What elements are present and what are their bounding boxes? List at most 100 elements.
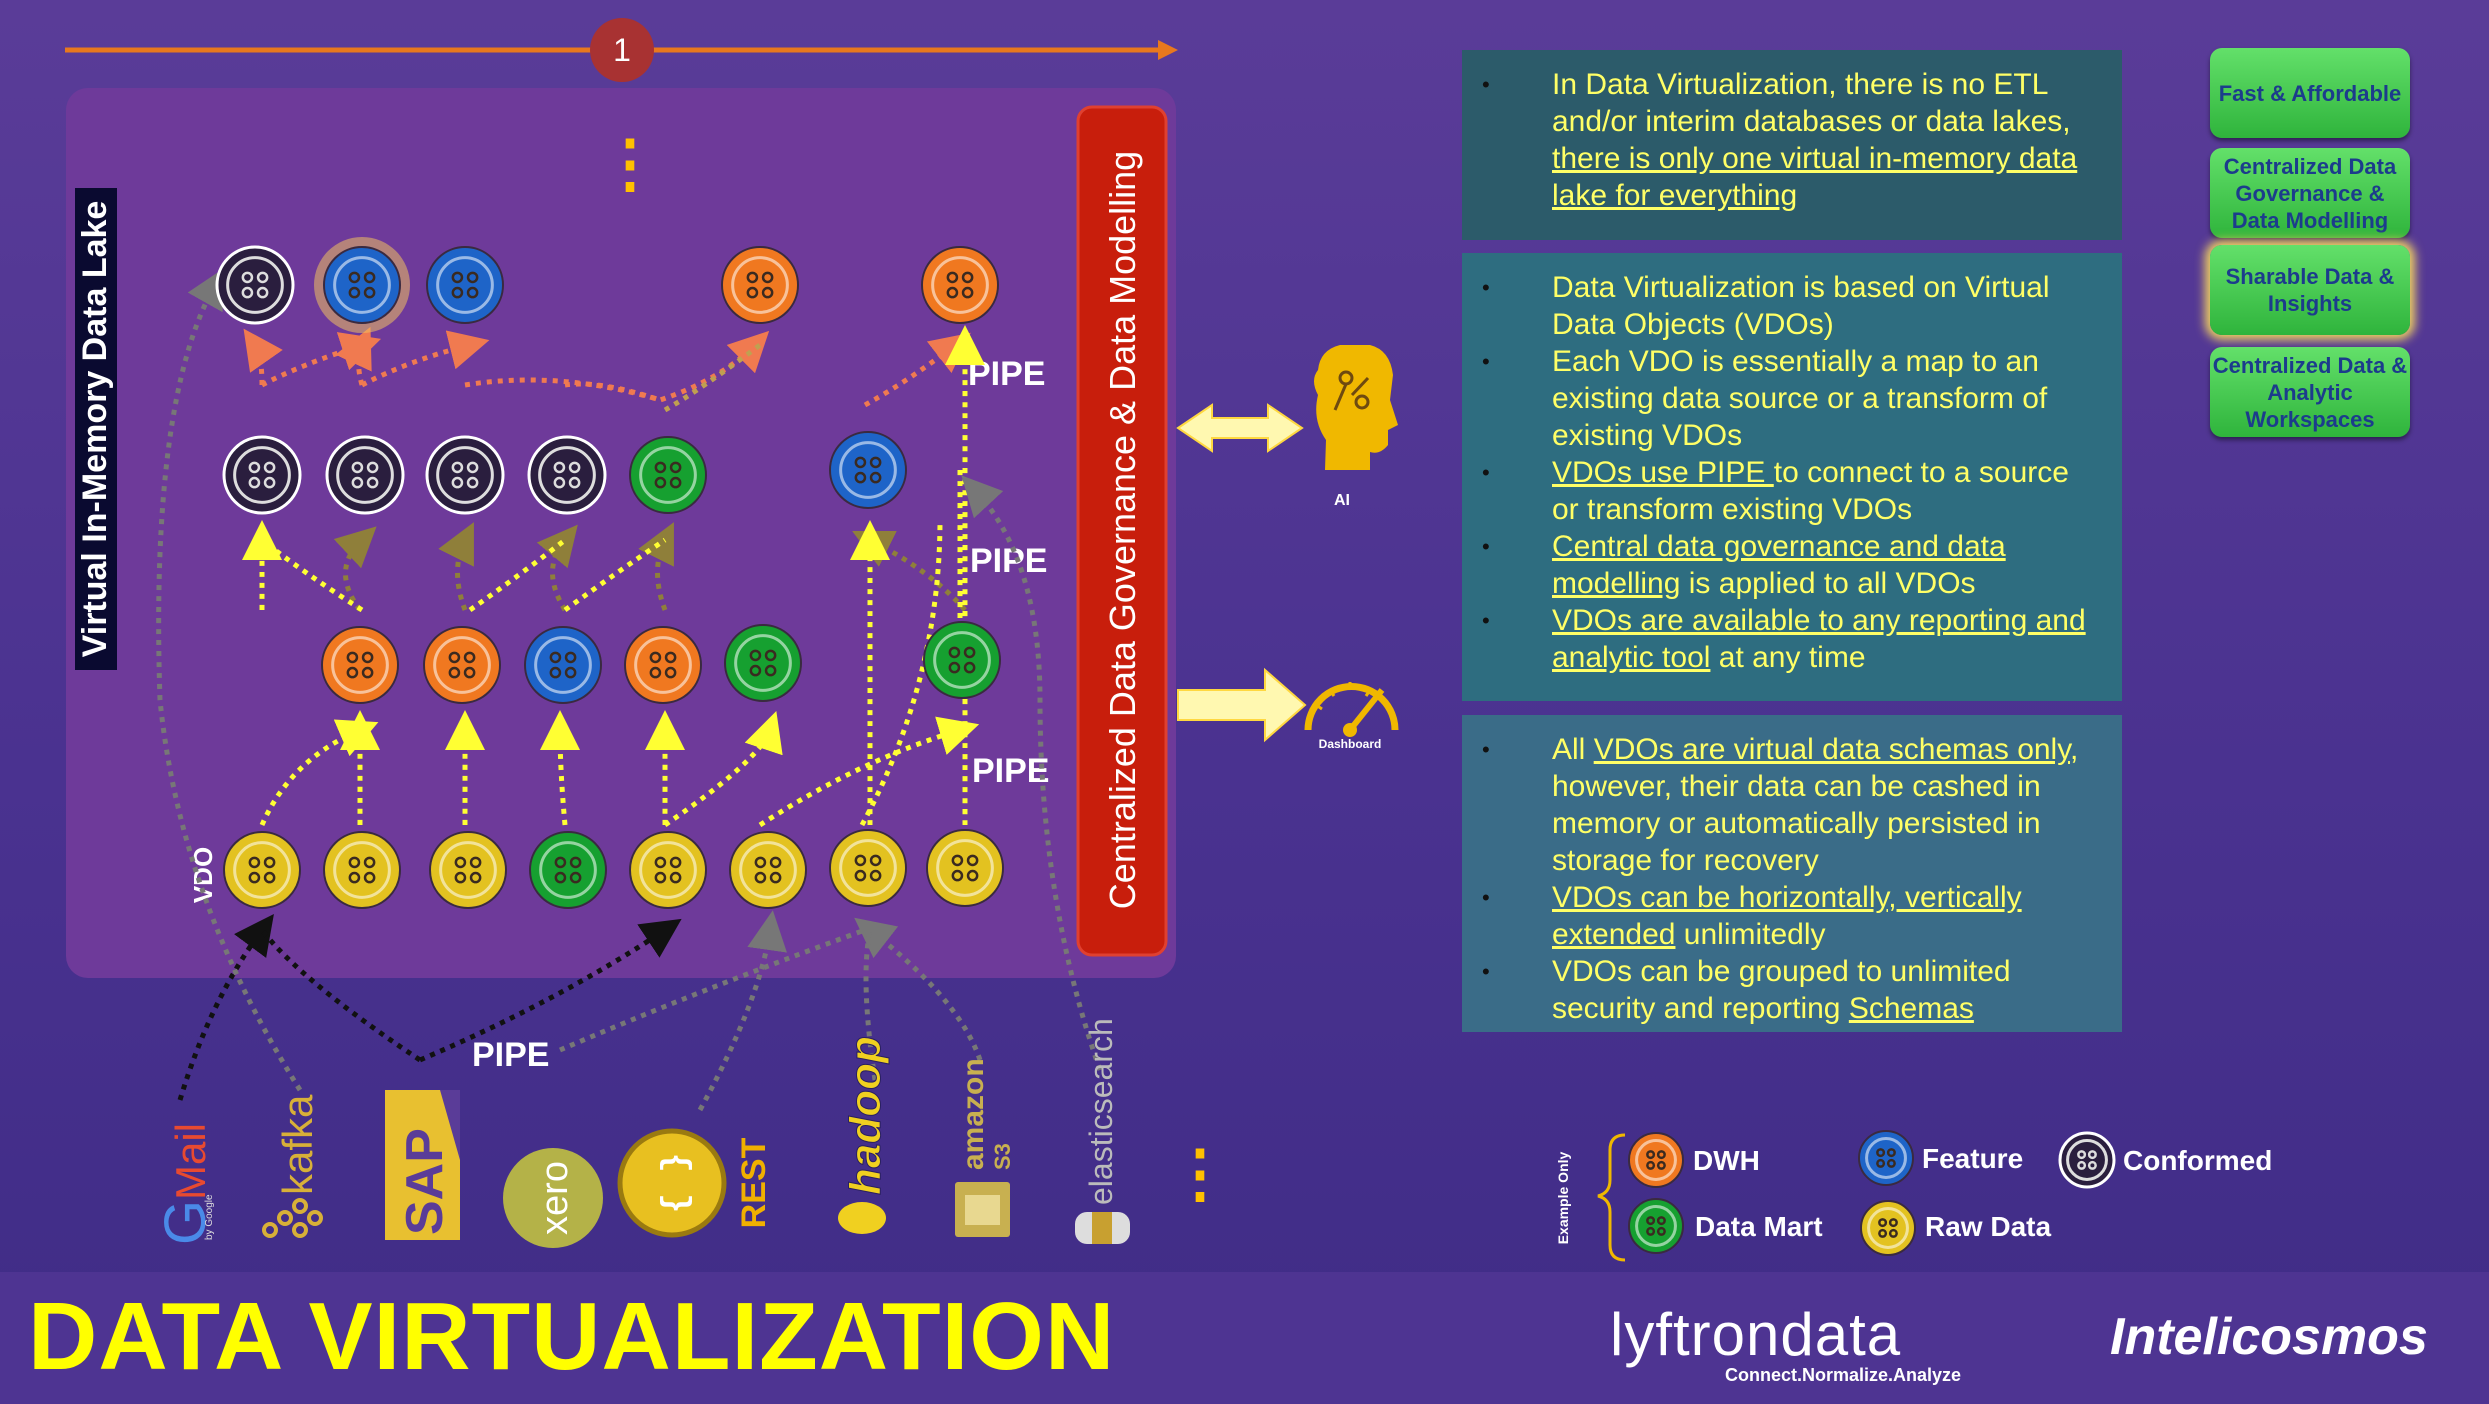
legend-dwh-icon <box>1628 1132 1684 1188</box>
vdo-tier2-5 <box>724 624 802 702</box>
sharable-insights-button[interactable]: Sharable Data & Insights <box>2210 245 2410 335</box>
dashboard-gauge-icon <box>1304 682 1399 737</box>
legend-example-label: Example Only <box>1555 1151 1571 1244</box>
svg-text:REST: REST <box>735 1137 773 1228</box>
legend-feature-icon <box>1858 1130 1914 1186</box>
governance-button[interactable]: Centralized Data Governance & Data Model… <box>2210 148 2410 238</box>
governance-bar <box>1076 105 1168 957</box>
lyftron-logo-text: lyftrondata <box>1610 1301 1902 1368</box>
vdo-tier3-6 <box>829 431 907 509</box>
sap-logo: SAP <box>385 1090 460 1240</box>
ellipsis-top: ⋮ <box>598 127 662 199</box>
legend-conformed: Conformed <box>2123 1145 2272 1176</box>
workspaces-button[interactable]: Centralized Data & Analytic Workspaces <box>2210 347 2410 437</box>
svg-text:hadoop: hadoop <box>841 1036 890 1195</box>
lake-label-bg <box>75 188 117 670</box>
vdo-layer <box>215 237 1004 909</box>
pipe-label-3: PIPE <box>972 752 1049 790</box>
vdo-raw-7 <box>829 829 907 907</box>
vdo-raw-4 <box>529 831 607 909</box>
legend-mart-icon <box>1628 1198 1684 1254</box>
pipe-label-1: PIPE <box>968 355 1045 393</box>
info-panel-schemas: All VDOs are virtual data schemas only, … <box>1462 715 2122 1032</box>
page-title: DATA VIRTUALIZATION <box>28 1283 1116 1390</box>
vdo-tier2-6 <box>923 621 1001 699</box>
rest-logo: { } REST <box>617 1128 773 1238</box>
gmail-logo: G Mail by Google <box>153 1123 218 1245</box>
info-panel-vdo: Data Virtualization is based on Virtual … <box>1462 253 2122 701</box>
ai-head-icon <box>1314 345 1398 470</box>
ellipsis-sources: ⋮ <box>1168 1137 1232 1209</box>
governance-bar-text: Centralized Data Governance & Data Model… <box>1102 151 1143 909</box>
timeline-arrowhead <box>1158 40 1178 60</box>
panel2-bullet-2: Each VDO is essentially a map to an exis… <box>1482 343 2102 454</box>
vdo-top-4 <box>721 246 799 324</box>
svg-text:elasticsearch: elasticsearch <box>1083 1018 1119 1205</box>
vdo-raw-2 <box>323 831 401 909</box>
svg-text:xero: xero <box>534 1161 576 1235</box>
vdo-raw-5 <box>629 831 707 909</box>
vdo-tier3-2 <box>325 435 405 515</box>
vdo-tier2-1 <box>321 626 399 704</box>
legend-feature: Feature <box>1922 1143 2023 1174</box>
svg-text:Mail: Mail <box>167 1123 214 1200</box>
dashboard-label: Dashboard <box>1319 737 1382 751</box>
panel2-bullet-5: VDOs are available to any reporting and … <box>1482 602 2102 676</box>
legend-dwh: DWH <box>1693 1145 1760 1176</box>
vdo-tier3-1 <box>222 435 302 515</box>
pipe-label-sources: PIPE <box>472 1036 549 1074</box>
panel3-bullet-1: All VDOs are virtual data schemas only, … <box>1482 731 2102 879</box>
panel2-bullet-1: Data Virtualization is based on Virtual … <box>1482 269 2102 343</box>
xero-logo: xero <box>503 1148 603 1248</box>
vdo-raw-1 <box>223 831 301 909</box>
vdo-top-1 <box>215 245 295 325</box>
panel1-bullet: In Data Virtualization, there is no ETL … <box>1482 66 2102 214</box>
vdo-top-2 <box>314 237 410 333</box>
info-panel-no-etl: In Data Virtualization, there is no ETL … <box>1462 50 2122 240</box>
lake-label: Virtual In-Memory Data Lake <box>76 201 114 658</box>
svg-text:{ }: { } <box>658 1152 696 1213</box>
connectors <box>156 267 1103 1112</box>
vdo-tier3-5 <box>629 436 707 514</box>
legend-mart: Data Mart <box>1695 1211 1823 1242</box>
hadoop-logo: hadoop <box>838 1036 891 1234</box>
vdo-tier2-4 <box>624 626 702 704</box>
svg-text:S3: S3 <box>990 1143 1015 1170</box>
vdo-tier3-3 <box>425 435 505 515</box>
vdo-raw-6 <box>729 831 807 909</box>
vdo-tier2-3 <box>524 626 602 704</box>
panel3-bullet-2: VDOs can be horizontally, vertically ext… <box>1482 879 2102 953</box>
legend-conformed-icon <box>2058 1131 2116 1189</box>
vdo-raw-8 <box>926 829 1004 907</box>
svg-text:amazon: amazon <box>957 1058 990 1170</box>
legend-raw: Raw Data <box>1925 1211 2051 1242</box>
svg-text:SAP: SAP <box>396 1128 454 1235</box>
legend-raw-icon <box>1860 1200 1916 1256</box>
svg-text:by Google: by Google <box>204 1194 215 1240</box>
vdo-tier2-2 <box>423 626 501 704</box>
svg-text:G: G <box>153 1200 218 1245</box>
ai-label: AI <box>1334 492 1350 509</box>
fast-affordable-button[interactable]: Fast & Affordable <box>2210 48 2410 138</box>
step-badge <box>590 18 654 82</box>
ai-double-arrow <box>1176 403 1304 453</box>
legend-icons <box>1628 1130 2116 1256</box>
step-number: 1 <box>613 32 631 68</box>
dashboard-arrow <box>1177 667 1307 743</box>
pipe-label-2: PIPE <box>970 542 1047 580</box>
footer-bar <box>0 1272 2489 1404</box>
vdo-top-5 <box>921 246 999 324</box>
vdo-raw-3 <box>429 831 507 909</box>
amazon-s3-logo: amazon S3 <box>955 1058 1015 1237</box>
vdo-tier3-4 <box>527 435 607 515</box>
vdo-top-3 <box>426 246 504 324</box>
kafka-logo: kafka <box>262 1094 323 1238</box>
svg-text:kafka: kafka <box>274 1094 321 1195</box>
panel2-bullet-4: Central data governance and data modelli… <box>1482 528 2102 602</box>
panel3-bullet-3: VDOs can be grouped to unlimited securit… <box>1482 953 2102 1027</box>
lyftron-tagline: Connect.Normalize.Analyze <box>1725 1365 1962 1385</box>
legend-brace <box>1597 1133 1626 1262</box>
intelicosmos-logo-text: Intelicosmos <box>2110 1308 2428 1366</box>
panel2-bullet-3: VDOs use PIPE to connect to a source or … <box>1482 454 2102 528</box>
